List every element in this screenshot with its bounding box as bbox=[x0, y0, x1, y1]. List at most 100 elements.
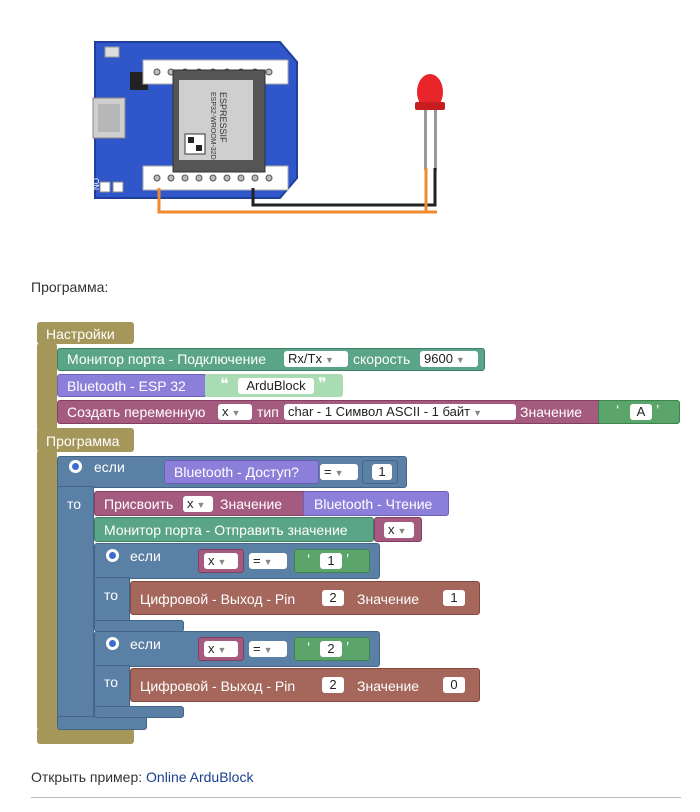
serial-speed-label: скорость bbox=[353, 351, 411, 367]
if2-digital-write-block[interactable] bbox=[130, 581, 480, 615]
open-example-link[interactable]: Online ArduBlock bbox=[146, 769, 254, 785]
assign-value-label: Значение bbox=[220, 496, 283, 512]
if2-rail bbox=[94, 577, 130, 624]
serial-speed-value: 9600 bbox=[424, 351, 453, 366]
if3-char-value: 2 bbox=[327, 641, 335, 656]
quote-close-icon: ’ bbox=[656, 402, 660, 419]
gear-icon[interactable] bbox=[106, 637, 119, 650]
if1-then-label: то bbox=[67, 496, 82, 512]
char-value: A bbox=[636, 404, 646, 419]
serial-port-dropdown[interactable]: Rx/Tx▼ bbox=[284, 351, 348, 367]
program-block-header[interactable] bbox=[37, 428, 134, 452]
serial-connect-block[interactable] bbox=[57, 348, 485, 371]
chevron-down-icon: ▼ bbox=[263, 645, 273, 655]
if3-if-label: если bbox=[130, 636, 161, 652]
if2-char-block[interactable] bbox=[294, 549, 370, 573]
setup-block-rail bbox=[37, 343, 57, 431]
rst-label: RST bbox=[82, 43, 92, 61]
if3-digital-write-block[interactable] bbox=[130, 668, 480, 702]
quote-close-icon: ’ bbox=[346, 639, 350, 656]
create-variable-label: Создать переменную bbox=[67, 404, 206, 420]
gear-icon[interactable] bbox=[106, 549, 119, 562]
quote-close-icon: ❞ bbox=[318, 376, 327, 393]
bt-name-value: ArduBlock bbox=[246, 378, 306, 393]
wires bbox=[157, 168, 437, 214]
chevron-down-icon: ▼ bbox=[473, 408, 483, 418]
if2-then-label: то bbox=[104, 587, 119, 603]
if3-char-field[interactable]: 2 bbox=[320, 641, 342, 657]
open-example-label: Открыть пример: bbox=[31, 769, 143, 785]
if3-footer bbox=[94, 706, 184, 718]
if3-var-value: x bbox=[208, 641, 215, 656]
chevron-down-icon: ▼ bbox=[196, 500, 206, 510]
if2-char-field[interactable]: 1 bbox=[320, 553, 342, 569]
if2-var-value: x bbox=[208, 553, 215, 568]
if3-var-dropdown[interactable]: x▼ bbox=[204, 641, 238, 657]
if2-operator-value: = bbox=[253, 553, 261, 568]
chevron-down-icon: ▼ bbox=[263, 557, 273, 567]
esp32-board bbox=[92, 41, 298, 199]
if3-digital-write-label: Цифровой - Выход - Pin bbox=[140, 678, 296, 694]
if2-pin-field[interactable]: 2 bbox=[322, 590, 344, 606]
chevron-down-icon: ▼ bbox=[217, 557, 227, 567]
if3-value-label: Значение bbox=[357, 678, 420, 694]
char-value-field[interactable]: A bbox=[630, 404, 652, 420]
if1-operator-dropdown[interactable]: =▼ bbox=[320, 464, 358, 480]
if1-rail bbox=[57, 486, 94, 718]
setup-block-header[interactable] bbox=[37, 322, 134, 344]
if2-value-field[interactable]: 1 bbox=[443, 590, 465, 606]
open-example-row: Открыть пример: Online ArduBlock bbox=[31, 769, 253, 785]
quote-close-icon: ’ bbox=[346, 551, 350, 568]
divider bbox=[31, 797, 681, 798]
create-var-type-label: тип bbox=[257, 404, 279, 420]
serial-speed-dropdown[interactable]: 9600▼ bbox=[420, 351, 478, 367]
serial-send-var-dropdown[interactable]: x▼ bbox=[384, 522, 414, 538]
chevron-down-icon: ▼ bbox=[334, 468, 344, 478]
bt-available-block[interactable] bbox=[164, 460, 319, 484]
bt-read-block[interactable] bbox=[303, 491, 449, 516]
bt-read-label: Bluetooth - Чтение bbox=[314, 496, 433, 512]
if1-operator-value: = bbox=[324, 464, 332, 479]
serial-port-value: Rx/Tx bbox=[288, 351, 322, 366]
chevron-down-icon: ▼ bbox=[397, 526, 407, 536]
if3-pin-value: 2 bbox=[329, 677, 337, 692]
program-heading: Программа: bbox=[31, 279, 109, 295]
if1-number-field[interactable]: 1 bbox=[372, 464, 392, 480]
if3-then-label: то bbox=[104, 674, 119, 690]
program-title: Программа bbox=[46, 433, 120, 449]
assign-label: Присвоить bbox=[104, 496, 174, 512]
serial-send-label: Монитор порта - Отправить значение bbox=[104, 522, 348, 538]
if3-value-field[interactable]: 0 bbox=[443, 677, 465, 693]
if2-var-dropdown[interactable]: x▼ bbox=[204, 553, 238, 569]
if3-operator-dropdown[interactable]: =▼ bbox=[249, 641, 287, 657]
serial-send-var-value: x bbox=[388, 522, 395, 537]
create-var-type-value: char - 1 Символ ASCII - 1 байт bbox=[288, 404, 471, 419]
chevron-down-icon: ▼ bbox=[455, 355, 465, 365]
if2-pin-value: 2 bbox=[329, 590, 337, 605]
assign-var-value: x bbox=[187, 496, 194, 511]
if1-footer bbox=[57, 716, 147, 730]
create-var-type-dropdown[interactable]: char - 1 Символ ASCII - 1 байт▼ bbox=[284, 404, 516, 420]
if2-operator-dropdown[interactable]: =▼ bbox=[249, 553, 287, 569]
quote-open-icon: ‘ bbox=[307, 639, 311, 656]
if3-pin-field[interactable]: 2 bbox=[322, 677, 344, 693]
if1-number-value: 1 bbox=[378, 464, 386, 479]
create-var-name-value: x bbox=[222, 404, 229, 419]
board-wiring-illustration bbox=[92, 41, 445, 214]
on-label: ON bbox=[91, 178, 100, 190]
chip-brand: ESPRESSIF bbox=[218, 92, 228, 143]
if3-rail bbox=[94, 665, 130, 710]
if2-value-value: 1 bbox=[450, 590, 458, 605]
bt-name-field[interactable]: ArduBlock bbox=[238, 378, 314, 394]
serial-send-block[interactable] bbox=[94, 517, 374, 542]
gear-icon[interactable] bbox=[69, 460, 82, 473]
if2-digital-write-label: Цифровой - Выход - Pin bbox=[140, 591, 296, 607]
chevron-down-icon: ▼ bbox=[231, 408, 241, 418]
setup-title: Настройки bbox=[46, 326, 115, 342]
serial-connect-label: Монитор порта - Подключение bbox=[67, 351, 266, 367]
create-var-name-dropdown[interactable]: x▼ bbox=[218, 404, 252, 420]
bt-available-label: Bluetooth - Доступ? bbox=[174, 464, 299, 480]
if3-operator-value: = bbox=[253, 641, 261, 656]
assign-var-dropdown[interactable]: x▼ bbox=[183, 496, 213, 512]
quote-open-icon: ❝ bbox=[220, 376, 229, 393]
